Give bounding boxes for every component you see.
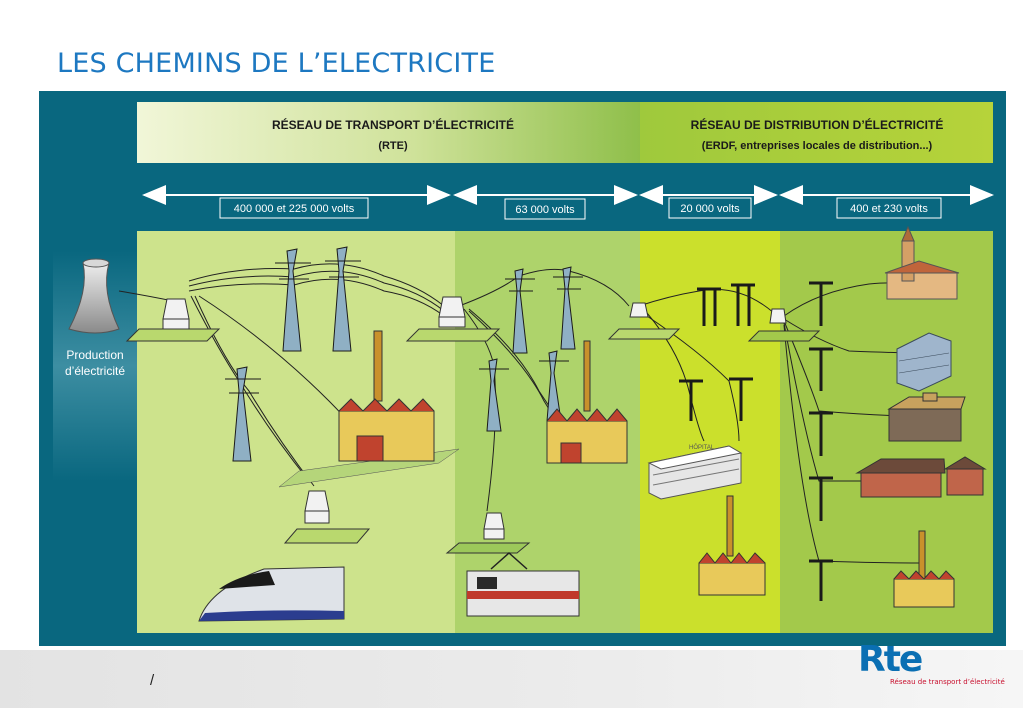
voltage-label-1: 400 000 et 225 000 volts: [234, 203, 355, 215]
tgv-train: [198, 566, 345, 622]
substations: [125, 296, 821, 554]
factory-2: [546, 340, 628, 464]
voltage-label-4: 400 et 230 volts: [850, 203, 928, 215]
transport-header: [137, 102, 640, 163]
voltage-label-2: 63 000 volts: [515, 204, 575, 216]
rte-logo: Rte Réseau de transport d’électricité: [858, 640, 1008, 692]
substation-5: [629, 302, 649, 318]
office-building: [896, 332, 952, 392]
production-label-1: Production: [66, 348, 123, 362]
transport-header-title: RÉSEAU DE TRANSPORT D’ÉLECTRICITÉ: [272, 117, 514, 132]
distribution-header: [640, 102, 993, 163]
factory-4: [893, 530, 955, 608]
substation-6: [769, 308, 787, 324]
pylon-1: [282, 248, 302, 352]
production-label-2: d’électricité: [65, 364, 125, 378]
transport-header-subtitle: (RTE): [378, 140, 408, 152]
pylon-6: [486, 358, 502, 432]
distribution-header-subtitle: (ERDF, entreprises locales de distributi…: [702, 140, 933, 152]
factory-1: [278, 330, 460, 488]
rte-logo-tagline: Réseau de transport d’électricité: [890, 678, 1005, 686]
substation-2: [438, 296, 466, 318]
footer-separator: /: [150, 672, 155, 689]
page-title: LES CHEMINS DE L’ELECTRICITE: [57, 48, 496, 79]
substation-3: [304, 490, 330, 512]
rte-logo-mark: Rte: [858, 639, 923, 680]
distribution-header-title: RÉSEAU DE DISTRIBUTION D’ÉLECTRICITÉ: [691, 117, 944, 132]
electric-locomotive: [466, 551, 580, 617]
voltage-label-3: 20 000 volts: [680, 203, 740, 215]
substation-1: [162, 298, 190, 320]
pylon-3: [232, 366, 252, 462]
distribution-poles: [679, 281, 833, 601]
church-village: [884, 225, 960, 300]
hospital: HÔPITAL: [647, 444, 743, 500]
apartment-block: [887, 392, 966, 442]
pylons: [225, 246, 583, 462]
farm-houses: [855, 456, 987, 498]
hospital-sign: HÔPITAL: [689, 444, 715, 451]
factory-3: [698, 495, 766, 596]
pylon-2: [332, 246, 352, 352]
footer-bar: [0, 650, 1023, 708]
substation-4: [483, 512, 505, 530]
electricity-paths-diagram: RÉSEAU DE TRANSPORT D’ÉLECTRICITÉ (RTE) …: [39, 91, 1006, 646]
voltage-labels: 400 000 et 225 000 volts 63 000 volts 20…: [219, 197, 942, 220]
